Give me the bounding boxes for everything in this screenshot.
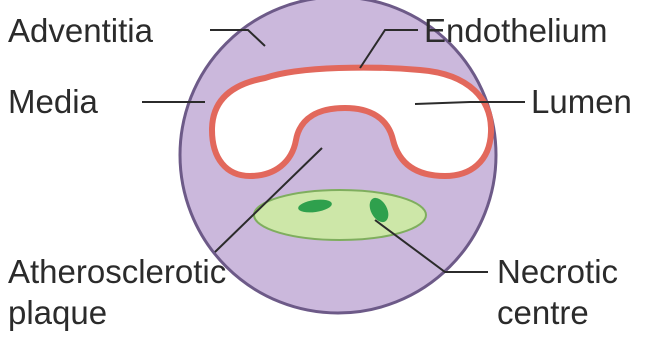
plaque-core [254,190,426,240]
label-endothelium: Endothelium [424,12,607,49]
label-necrotic-line1: Necrotic [497,253,618,290]
label-necrotic-line2: centre [497,294,589,331]
label-media: Media [8,83,99,120]
label-atherosclerotic-line1: Atherosclerotic [8,253,226,290]
label-lumen: Lumen [531,83,632,120]
label-atherosclerotic-line2: plaque [8,294,107,331]
label-adventitia: Adventitia [8,12,154,49]
